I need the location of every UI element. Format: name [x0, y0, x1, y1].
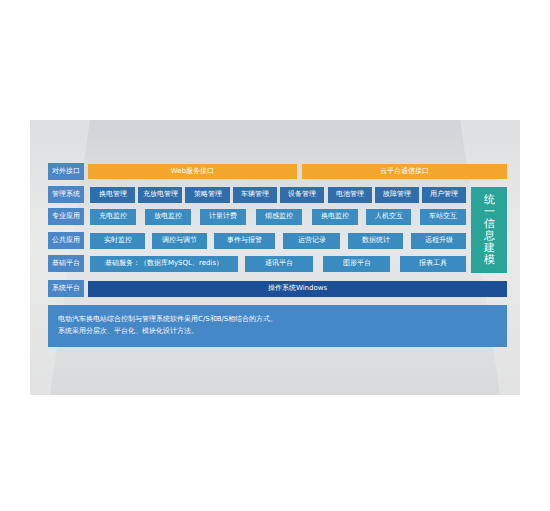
box-label: 远程升级 [425, 237, 453, 245]
box-label: 车站交互 [429, 213, 457, 221]
box-label: 人机交互 [375, 213, 403, 221]
module-box: 基础服务：（数据库MySQL、redis） [90, 256, 238, 272]
module-box: 报表工具 [400, 256, 466, 272]
module-box: 烟感监控 [256, 209, 302, 225]
module-box: 放电监控 [145, 209, 191, 225]
box-label: 实时监控 [104, 237, 132, 245]
box-label: 用户管理 [430, 191, 458, 199]
module-box: 人机交互 [366, 209, 411, 225]
os-bar: 操作系统Windows [88, 281, 507, 297]
box-label: 换电监控 [321, 213, 349, 221]
module-box: 远程升级 [411, 233, 466, 249]
box-label: 电池管理 [336, 191, 364, 199]
box-label: 统一信息建模 [484, 194, 495, 267]
module-box: 电池管理 [328, 187, 372, 203]
module-box: 用户管理 [422, 187, 466, 203]
modeling-box: 统一信息建模 [471, 187, 507, 273]
box-label: 换电管理 [99, 191, 127, 199]
layer-label: 管理系统 [48, 186, 84, 203]
box-label: 公共应用 [52, 237, 80, 245]
module-box: 数据统计 [348, 233, 403, 249]
layer-label: 专业应用 [48, 208, 84, 225]
box-label: 计量计费 [209, 213, 237, 221]
box-label: 数据统计 [362, 237, 390, 245]
box-label: 运营记录 [298, 237, 326, 245]
box-label: 专业应用 [52, 213, 80, 221]
box-label: 故障管理 [383, 191, 411, 199]
interface-bar: Web服务接口 [88, 164, 297, 179]
module-box: 换电管理 [90, 187, 135, 203]
layer-label: 公共应用 [48, 232, 84, 249]
module-box: 车辆管理 [233, 187, 277, 203]
box-label: 通讯平台 [265, 260, 293, 268]
layer-label: 系统平台 [48, 280, 84, 297]
layer-label: 基础平台 [48, 255, 84, 272]
description-text: 系统采用分层次、平台化、模块化设计方法。 [58, 328, 198, 336]
module-box: 车站交互 [420, 209, 466, 225]
box-label: 基础平台 [52, 260, 80, 268]
box-label: 操作系统Windows [268, 285, 327, 293]
box-label: Web服务接口 [171, 168, 214, 176]
box-label: 烟感监控 [265, 213, 293, 221]
interface-bar: 云平台通信接口 [302, 164, 507, 179]
box-label: 充电监控 [99, 213, 127, 221]
box-label: 系统平台 [52, 285, 80, 293]
box-label: 策略管理 [194, 191, 222, 199]
box-label: 设备管理 [288, 191, 316, 199]
box-label: 放电监控 [154, 213, 182, 221]
module-box: 充电监控 [90, 209, 136, 225]
module-box: 调控与调节 [152, 233, 207, 249]
box-label: 报表工具 [419, 260, 447, 268]
box-label: 车辆管理 [241, 191, 269, 199]
box-label: 基础服务：（数据库MySQL、redis） [105, 260, 223, 268]
module-box: 故障管理 [375, 187, 419, 203]
module-box: 实时监控 [90, 233, 145, 249]
description-text: 电动汽车换电站综合控制与管理系统软件采用C/S和B/S相结合的方式。 [58, 316, 277, 324]
box-label: 充放电管理 [143, 191, 178, 199]
module-box: 换电监控 [312, 209, 358, 225]
box-label: 事件与报警 [227, 237, 262, 245]
module-box: 运营记录 [283, 233, 340, 249]
box-label: 图形平台 [343, 260, 371, 268]
module-box: 图形平台 [323, 256, 390, 272]
box-label: 对外接口 [52, 168, 80, 176]
module-box: 计量计费 [200, 209, 246, 225]
module-box: 策略管理 [185, 187, 230, 203]
module-box: 事件与报警 [214, 233, 275, 249]
layer-label: 对外接口 [48, 163, 84, 180]
module-box: 充放电管理 [138, 187, 182, 203]
module-box: 通讯平台 [245, 256, 313, 272]
box-label: 调控与调节 [162, 237, 197, 245]
box-label: 云平台通信接口 [380, 168, 429, 176]
description-panel: 电动汽车换电站综合控制与管理系统软件采用C/S和B/S相结合的方式。系统采用分层… [48, 305, 507, 347]
box-label: 管理系统 [52, 191, 80, 199]
module-box: 设备管理 [280, 187, 324, 203]
